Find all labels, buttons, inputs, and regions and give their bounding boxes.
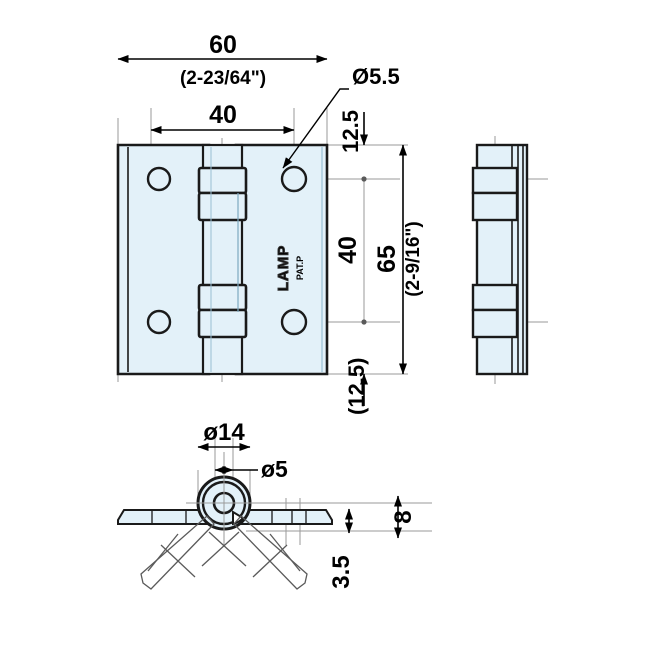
bottom-view-flat-leaves (117, 509, 333, 525)
side-knuckle-bottom-2 (471, 308, 519, 339)
open-leaf-right-centre (269, 533, 301, 572)
open-leaf-right-cross (252, 544, 288, 578)
dim-hole-spacing-height: 40 (334, 176, 367, 325)
bottom-left-leaf (117, 509, 211, 525)
bottom-view: ø14 ø5 8 3.5 (117, 419, 432, 590)
patent-label: PAT.P (295, 256, 305, 280)
front-view-holes (146, 165, 308, 336)
knuckle-column (197, 143, 248, 376)
knuckle-centre-cross (196, 475, 252, 531)
dim-total-thickness-value: 8 (390, 510, 417, 523)
bottom-view-open-leaves (140, 515, 308, 590)
dim-leaf-thickness: 3.5 (328, 508, 355, 589)
side-knuckle-top-1 (471, 166, 519, 195)
dim-total-thickness: 8 (390, 495, 417, 539)
open-leaf-left-cross (160, 544, 196, 578)
dim-hole-diameter-leader (282, 88, 349, 169)
dim-knuckle-outer-diameter: ø14 (197, 419, 251, 451)
open-leaf-left (140, 515, 215, 590)
dim-overall-height: 65 (2-9/16") (373, 144, 424, 375)
hole-top-left (146, 166, 172, 192)
brand-label: LAMP (275, 245, 292, 292)
dim-edge-offset-top-value: 12.5 (338, 110, 363, 153)
side-view (471, 136, 548, 384)
side-knuckle-top-2 (471, 191, 519, 222)
dim-pin-diameter: ø5 (214, 456, 288, 482)
side-knuckle-bottom-1 (471, 283, 519, 312)
dim-overall-width: 60 (2-23/64") (117, 31, 328, 89)
dim-hole-diameter-value: Ø5.5 (352, 64, 400, 89)
open-crossing-line-b (201, 531, 240, 567)
dim-pin-diameter-value: ø5 (261, 456, 288, 482)
bottom-right-leaf (239, 509, 333, 525)
hole-top-right (280, 165, 308, 193)
knuckle-barrel-top-1 (197, 166, 248, 195)
knuckle-slot (232, 510, 245, 526)
dim-knuckle-outer-diameter-value: ø14 (203, 419, 245, 446)
dim-overall-width-imperial: (2-23/64") (180, 68, 266, 89)
dim-overall-height-imperial: (2-9/16") (403, 221, 424, 297)
dim-hole-spacing-width: 40 (150, 101, 295, 134)
dim-edge-offset-bottom-value: (12.5) (344, 358, 369, 415)
dim-overall-height-value: 65 (373, 245, 401, 273)
brand-embossing: LAMP PAT.P (275, 244, 306, 292)
hole-bottom-right (280, 308, 308, 336)
dim-overall-width-value: 60 (209, 31, 237, 59)
front-view: LAMP PAT.P 60 (2-23/64") 40 Ø5.5 12.5 (116, 31, 424, 415)
open-leaf-right (233, 515, 308, 590)
knuckle-barrel-bottom-2 (197, 308, 248, 339)
dim-hole-spacing-width-value: 40 (209, 101, 237, 129)
open-leaf-left-centre (147, 533, 179, 572)
dim-leaf-thickness-value: 3.5 (328, 555, 355, 588)
dim-dot-top (361, 176, 367, 182)
dim-hole-spacing-height-value: 40 (334, 236, 362, 264)
dim-dot-bottom (361, 319, 367, 325)
knuckle-barrel-top-2 (197, 191, 248, 222)
hole-bottom-left (146, 309, 172, 335)
dim-edge-offset-bottom: (12.5) (344, 358, 369, 415)
bottom-view-knuckle (196, 475, 252, 531)
side-view-knuckles (471, 166, 519, 339)
knuckle-barrel-bottom-1 (197, 283, 248, 312)
open-crossing-line-a (208, 531, 247, 567)
dim-hole-diameter: Ø5.5 (282, 64, 400, 169)
dim-edge-offset-top: 12.5 (338, 110, 368, 153)
bottom-leaf-score-lines (151, 511, 307, 523)
